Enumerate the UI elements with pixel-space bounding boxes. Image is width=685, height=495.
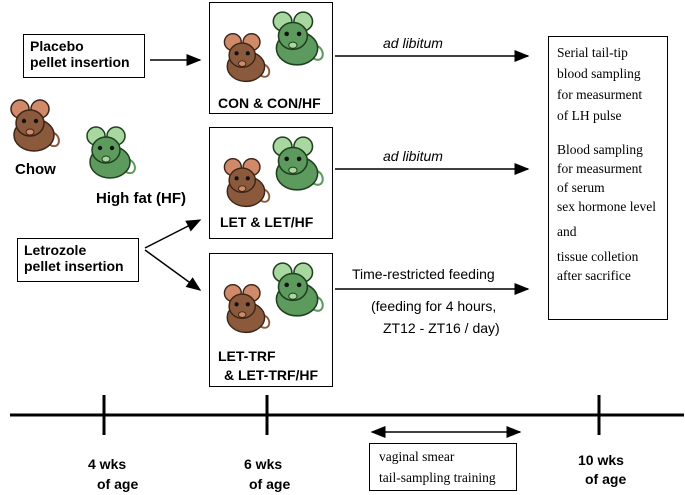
outcome-b2: for measurment: [557, 161, 643, 176]
letrozole-line1: Letrozole: [24, 242, 87, 258]
outcome-b1: Blood sampling: [557, 142, 643, 157]
outcome-a2: blood sampling: [557, 66, 641, 81]
placebo-box: Placebo pellet insertion: [23, 34, 145, 78]
group-label-con: CON & CON/HF: [218, 95, 321, 111]
timeline-4wks-2: of age: [97, 476, 139, 492]
brown-mouse-icon: [223, 157, 271, 208]
timeline-4wks-1: 4 wks: [88, 456, 127, 472]
ad-libitum-label-2: ad libitum: [383, 148, 443, 164]
green-mouse-icon: [272, 262, 324, 317]
group-label-trf-2: & LET-TRF/HF: [224, 367, 319, 383]
outcome-b6: tissue colletion: [557, 249, 639, 264]
outcome-b7: after sacrifice: [557, 268, 631, 283]
letrozole-box: Letrozole pellet insertion: [17, 238, 139, 282]
outcome-b4: sex hormone level: [557, 199, 656, 214]
brown-mouse-icon: [223, 283, 271, 334]
training-line2: tail-sampling training: [379, 470, 496, 485]
group-box-let: LET & LET/HF: [209, 127, 333, 239]
placebo-line1: Placebo: [30, 38, 84, 54]
outcome-b5: and: [557, 224, 577, 239]
ad-libitum-label-1: ad libitum: [383, 35, 443, 51]
trf-detail-2: ZT12 - ZT16 / day): [383, 320, 500, 336]
green-mouse-icon: [86, 126, 136, 179]
group-label-trf-1: LET-TRF: [218, 348, 276, 364]
brown-mouse-icon: [223, 32, 271, 83]
trf-title: Time-restricted feeding: [352, 266, 495, 282]
group-label-let: LET & LET/HF: [220, 214, 314, 230]
high-fat-label: High fat (HF): [96, 190, 186, 207]
training-box: vaginal smear tail-sampling training: [369, 443, 517, 491]
timeline-10wks-1: 10 wks: [578, 452, 624, 468]
timeline-6wks-2: of age: [249, 476, 291, 492]
outcome-a4: of LH pulse: [557, 108, 622, 123]
timeline-6wks-1: 6 wks: [244, 456, 283, 472]
green-mouse-icon: [272, 136, 324, 191]
chow-label: Chow: [15, 161, 56, 178]
group-box-trf: LET-TRF & LET-TRF/HF: [209, 253, 333, 387]
outcomes-box: Serial tail-tip blood sampling for measu…: [548, 36, 668, 320]
placebo-line2: pellet insertion: [30, 54, 130, 70]
outcome-b3: of serum: [557, 180, 605, 195]
timeline-10wks-2: of age: [585, 471, 627, 487]
brown-mouse-icon: [10, 99, 60, 152]
letrozole-line2: pellet insertion: [24, 258, 124, 274]
outcome-a3: for measurment: [557, 87, 643, 102]
outcome-a1: Serial tail-tip: [557, 45, 628, 60]
trf-detail-1: (feeding for 4 hours,: [371, 298, 497, 314]
green-mouse-icon: [272, 11, 324, 66]
training-line1: vaginal smear: [379, 449, 455, 464]
arrow-letrozole-to-let: [144, 219, 202, 249]
group-box-con: CON & CON/HF: [209, 2, 333, 114]
arrow-letrozole-to-trf: [144, 249, 202, 291]
